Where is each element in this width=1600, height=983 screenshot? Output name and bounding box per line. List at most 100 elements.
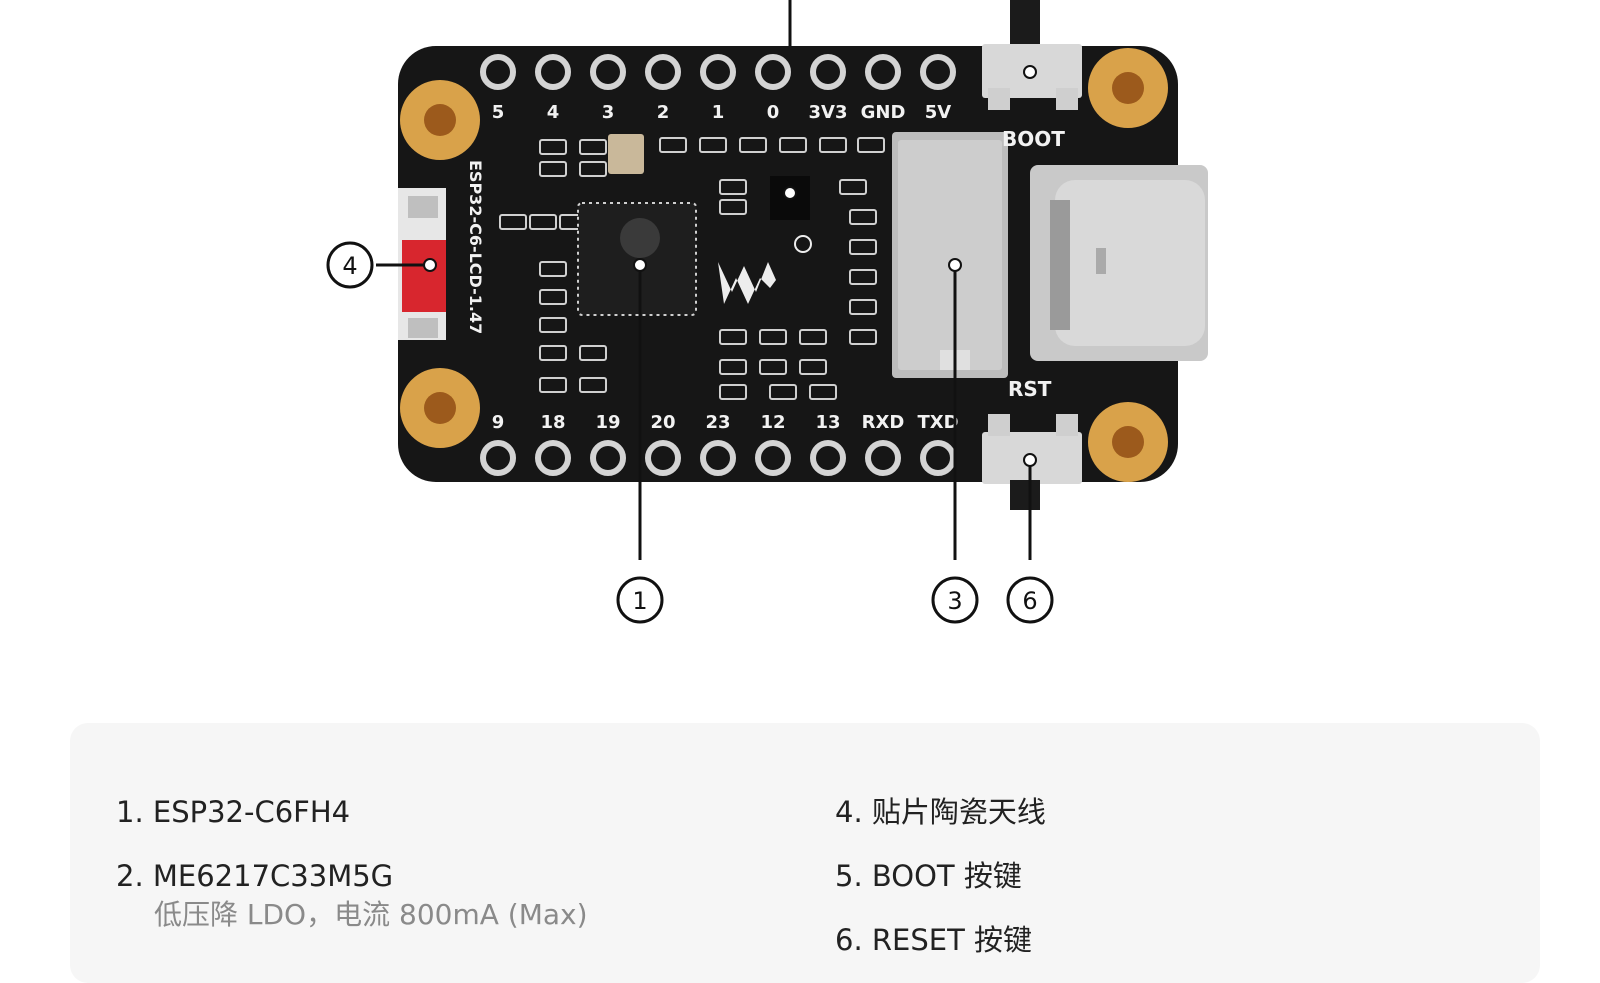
- smd-components: [499, 137, 885, 400]
- top-pin-label: 0: [767, 102, 780, 123]
- smd-pad: [579, 161, 607, 177]
- smd-pad: [539, 377, 567, 393]
- chip-logo-icon: [620, 218, 660, 258]
- smd-pad: [849, 329, 877, 345]
- legend-num: 5.: [835, 859, 863, 893]
- smd-pad: [799, 359, 827, 375]
- header-pad: [535, 54, 571, 90]
- svg-text:4: 4: [342, 252, 357, 280]
- legend-title: 贴片陶瓷天线: [871, 795, 1046, 829]
- legend-num: 1.: [116, 795, 144, 829]
- smd-pad: [719, 199, 747, 215]
- silk-board-name: ESP32-C6-LCD-1.47: [466, 160, 485, 334]
- bottom-pin-label: 23: [705, 412, 730, 433]
- svg-text:3: 3: [947, 587, 962, 615]
- bottom-pin-label: 20: [650, 412, 675, 433]
- callout-dot-1: [633, 258, 647, 272]
- header-pad: [480, 440, 516, 476]
- callout-dot-2: [783, 186, 797, 200]
- legend-num: 4.: [835, 795, 863, 829]
- header-pad: [865, 440, 901, 476]
- boot-button-part: [982, 0, 1082, 110]
- smd-pad: [719, 179, 747, 195]
- header-pad: [535, 440, 571, 476]
- legend-item-4: 4. 贴片陶瓷天线: [835, 791, 1046, 833]
- legend-title: ESP32-C6FH4: [152, 795, 351, 829]
- silk-boot: BOOT: [1002, 127, 1065, 151]
- smd-pad: [699, 137, 727, 153]
- leader-lines: [376, 263, 1032, 560]
- smd-pad: [539, 289, 567, 305]
- bottom-pin-label: 13: [815, 412, 840, 433]
- smd-pad: [857, 137, 885, 153]
- smd-pad: [539, 345, 567, 361]
- bottom-pin-label: 18: [540, 412, 565, 433]
- smd-pad: [719, 384, 747, 400]
- header-pad: [865, 54, 901, 90]
- smd-pad: [529, 214, 557, 230]
- header-pad: [755, 54, 791, 90]
- bottom-pin-label: TXD: [917, 412, 958, 433]
- callout-dot-4: [423, 258, 437, 272]
- legend-item-2: 2. ME6217C33M5G 低压降 LDO，电流 800mA (Max): [116, 855, 588, 933]
- bottom-pin-label: 19: [595, 412, 620, 433]
- callout-1: 1: [616, 576, 664, 624]
- header-pads: [480, 54, 956, 476]
- top-pin-label: 4: [547, 102, 560, 123]
- top-pin-label: 1: [712, 102, 725, 123]
- top-pin-label: 3: [602, 102, 615, 123]
- header-pad: [755, 440, 791, 476]
- legend-desc: 低压降 LDO，电流 800mA (Max): [154, 898, 588, 931]
- usb-c-connector: [1030, 165, 1208, 361]
- legend-column-left: 1. ESP32-C6FH4 2. ME6217C33M5G 低压降 LDO，电…: [116, 791, 588, 955]
- header-pad: [810, 54, 846, 90]
- legend-item-6: 6. RESET 按键: [835, 919, 1046, 961]
- callout-dot-3: [948, 258, 962, 272]
- top-pin-label: GND: [861, 102, 906, 123]
- smd-pad: [499, 214, 527, 230]
- silk-rst: RST: [1008, 377, 1052, 401]
- legend-title: ME6217C33M5G: [152, 859, 394, 893]
- legend-column-right: 4. 贴片陶瓷天线 5. BOOT 按键 6. RESET 按键: [835, 791, 1046, 983]
- top-pin-label: 5: [492, 102, 505, 123]
- smd-pad: [839, 179, 867, 195]
- smd-pad: [579, 377, 607, 393]
- tf-card-slot: [892, 132, 1008, 378]
- smd-pad: [579, 139, 607, 155]
- top-pin-label: 2: [657, 102, 670, 123]
- smd-pad: [799, 329, 827, 345]
- bottom-pin-label: 9: [492, 412, 505, 433]
- legend-item-1: 1. ESP32-C6FH4: [116, 791, 588, 833]
- svg-text:6: 6: [1022, 587, 1037, 615]
- callout-6: 6: [1006, 576, 1054, 624]
- legend-num: 2.: [116, 859, 144, 893]
- header-pad: [920, 440, 956, 476]
- header-pad: [590, 440, 626, 476]
- smd-pad: [769, 384, 797, 400]
- smd-pad: [739, 137, 767, 153]
- legend-num: 6.: [835, 923, 863, 957]
- smd-pad: [579, 345, 607, 361]
- smd-pad: [849, 239, 877, 255]
- bottom-pin-label: RXD: [862, 412, 905, 433]
- smd-pad: [759, 329, 787, 345]
- smd-pad: [779, 137, 807, 153]
- legend-title: RESET 按键: [871, 923, 1033, 957]
- header-pad: [810, 440, 846, 476]
- smd-pad: [659, 137, 687, 153]
- header-pad: [700, 440, 736, 476]
- smd-pad: [539, 261, 567, 277]
- header-pad: [700, 54, 736, 90]
- header-pad: [590, 54, 626, 90]
- smd-pad: [539, 139, 567, 155]
- header-pad: [480, 54, 516, 90]
- smd-pad: [849, 209, 877, 225]
- svg-text:1: 1: [632, 587, 647, 615]
- smd-pad: [809, 384, 837, 400]
- legend-title: BOOT 按键: [871, 859, 1022, 893]
- callout-3: 3: [931, 576, 979, 624]
- bottom-pin-label: 12: [760, 412, 785, 433]
- legend-item-5: 5. BOOT 按键: [835, 855, 1046, 897]
- waveshare-logo-icon: [718, 235, 812, 304]
